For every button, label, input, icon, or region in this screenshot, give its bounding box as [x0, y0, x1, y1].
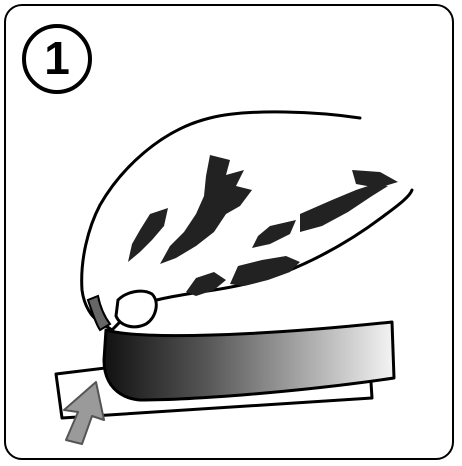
thumb [116, 291, 156, 327]
hand-shading [128, 155, 398, 296]
